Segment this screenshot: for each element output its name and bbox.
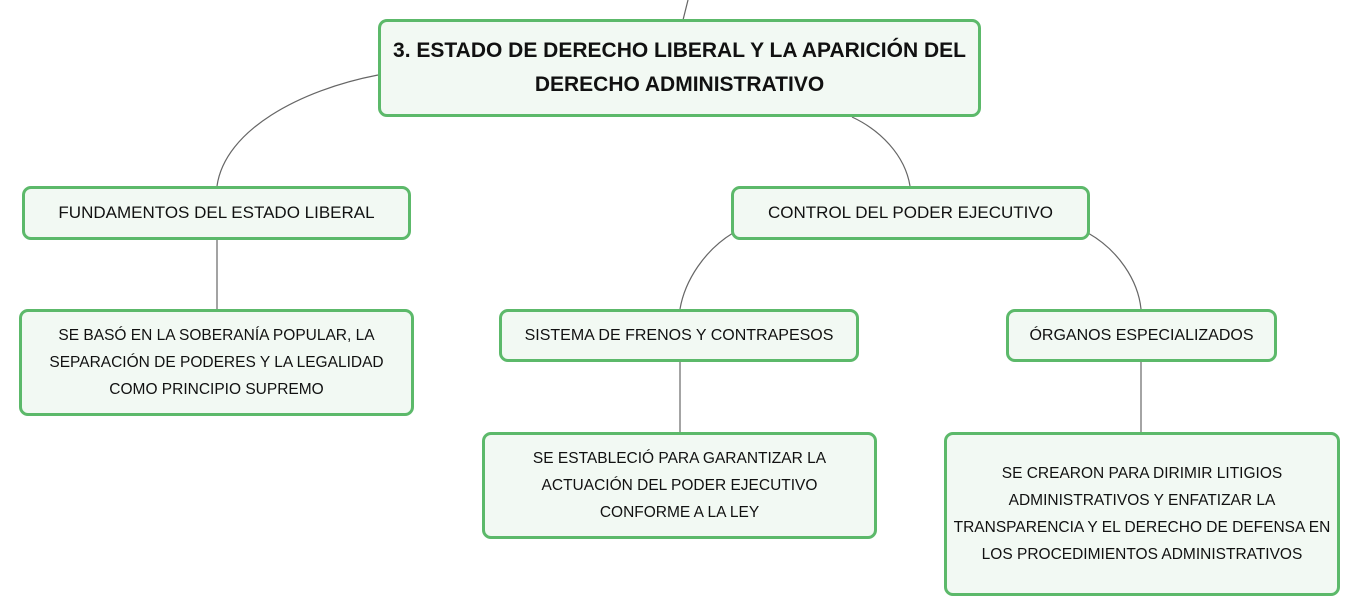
control-label: CONTROL DEL PODER EJECUTIVO: [768, 203, 1053, 222]
organos-detail-node[interactable]: SE CREARON PARA DIRIMIR LITIGIOS ADMINIS…: [944, 432, 1340, 596]
frenos-node[interactable]: SISTEMA DE FRENOS Y CONTRAPESOS: [499, 309, 859, 362]
connector-root-to-control: [851, 116, 911, 187]
connector-parent-to-root: [682, 0, 689, 21]
fundamentos-detail-node[interactable]: SE BASÓ EN LA SOBERANÍA POPULAR, LA SEPA…: [19, 309, 414, 416]
frenos-detail-text: SE ESTABLECIÓ PARA GARANTIZAR LA ACTUACI…: [532, 450, 827, 521]
frenos-label: SISTEMA DE FRENOS Y CONTRAPESOS: [524, 326, 834, 344]
connector-control-to-organos: [1087, 232, 1142, 310]
root-topic-node[interactable]: 3. ESTADO DE DERECHO LIBERAL Y LA APARIC…: [378, 19, 981, 117]
fundamentos-label: FUNDAMENTOS DEL ESTADO LIBERAL: [58, 203, 375, 222]
organos-label: ÓRGANOS ESPECIALIZADOS: [1029, 326, 1254, 344]
organos-node[interactable]: ÓRGANOS ESPECIALIZADOS: [1006, 309, 1277, 362]
root-topic-text: 3. ESTADO DE DERECHO LIBERAL Y LA APARIC…: [393, 39, 966, 96]
fundamentos-detail-text: SE BASÓ EN LA SOBERANÍA POPULAR, LA SEPA…: [49, 327, 384, 398]
organos-detail-text: SE CREARON PARA DIRIMIR LITIGIOS ADMINIS…: [953, 465, 1331, 563]
control-node[interactable]: CONTROL DEL PODER EJECUTIVO: [731, 186, 1090, 240]
connector-control-to-frenos: [679, 232, 734, 310]
fundamentos-node[interactable]: FUNDAMENTOS DEL ESTADO LIBERAL: [22, 186, 411, 240]
frenos-detail-node[interactable]: SE ESTABLECIÓ PARA GARANTIZAR LA ACTUACI…: [482, 432, 877, 539]
connector-root-to-fundamentos: [216, 74, 379, 187]
